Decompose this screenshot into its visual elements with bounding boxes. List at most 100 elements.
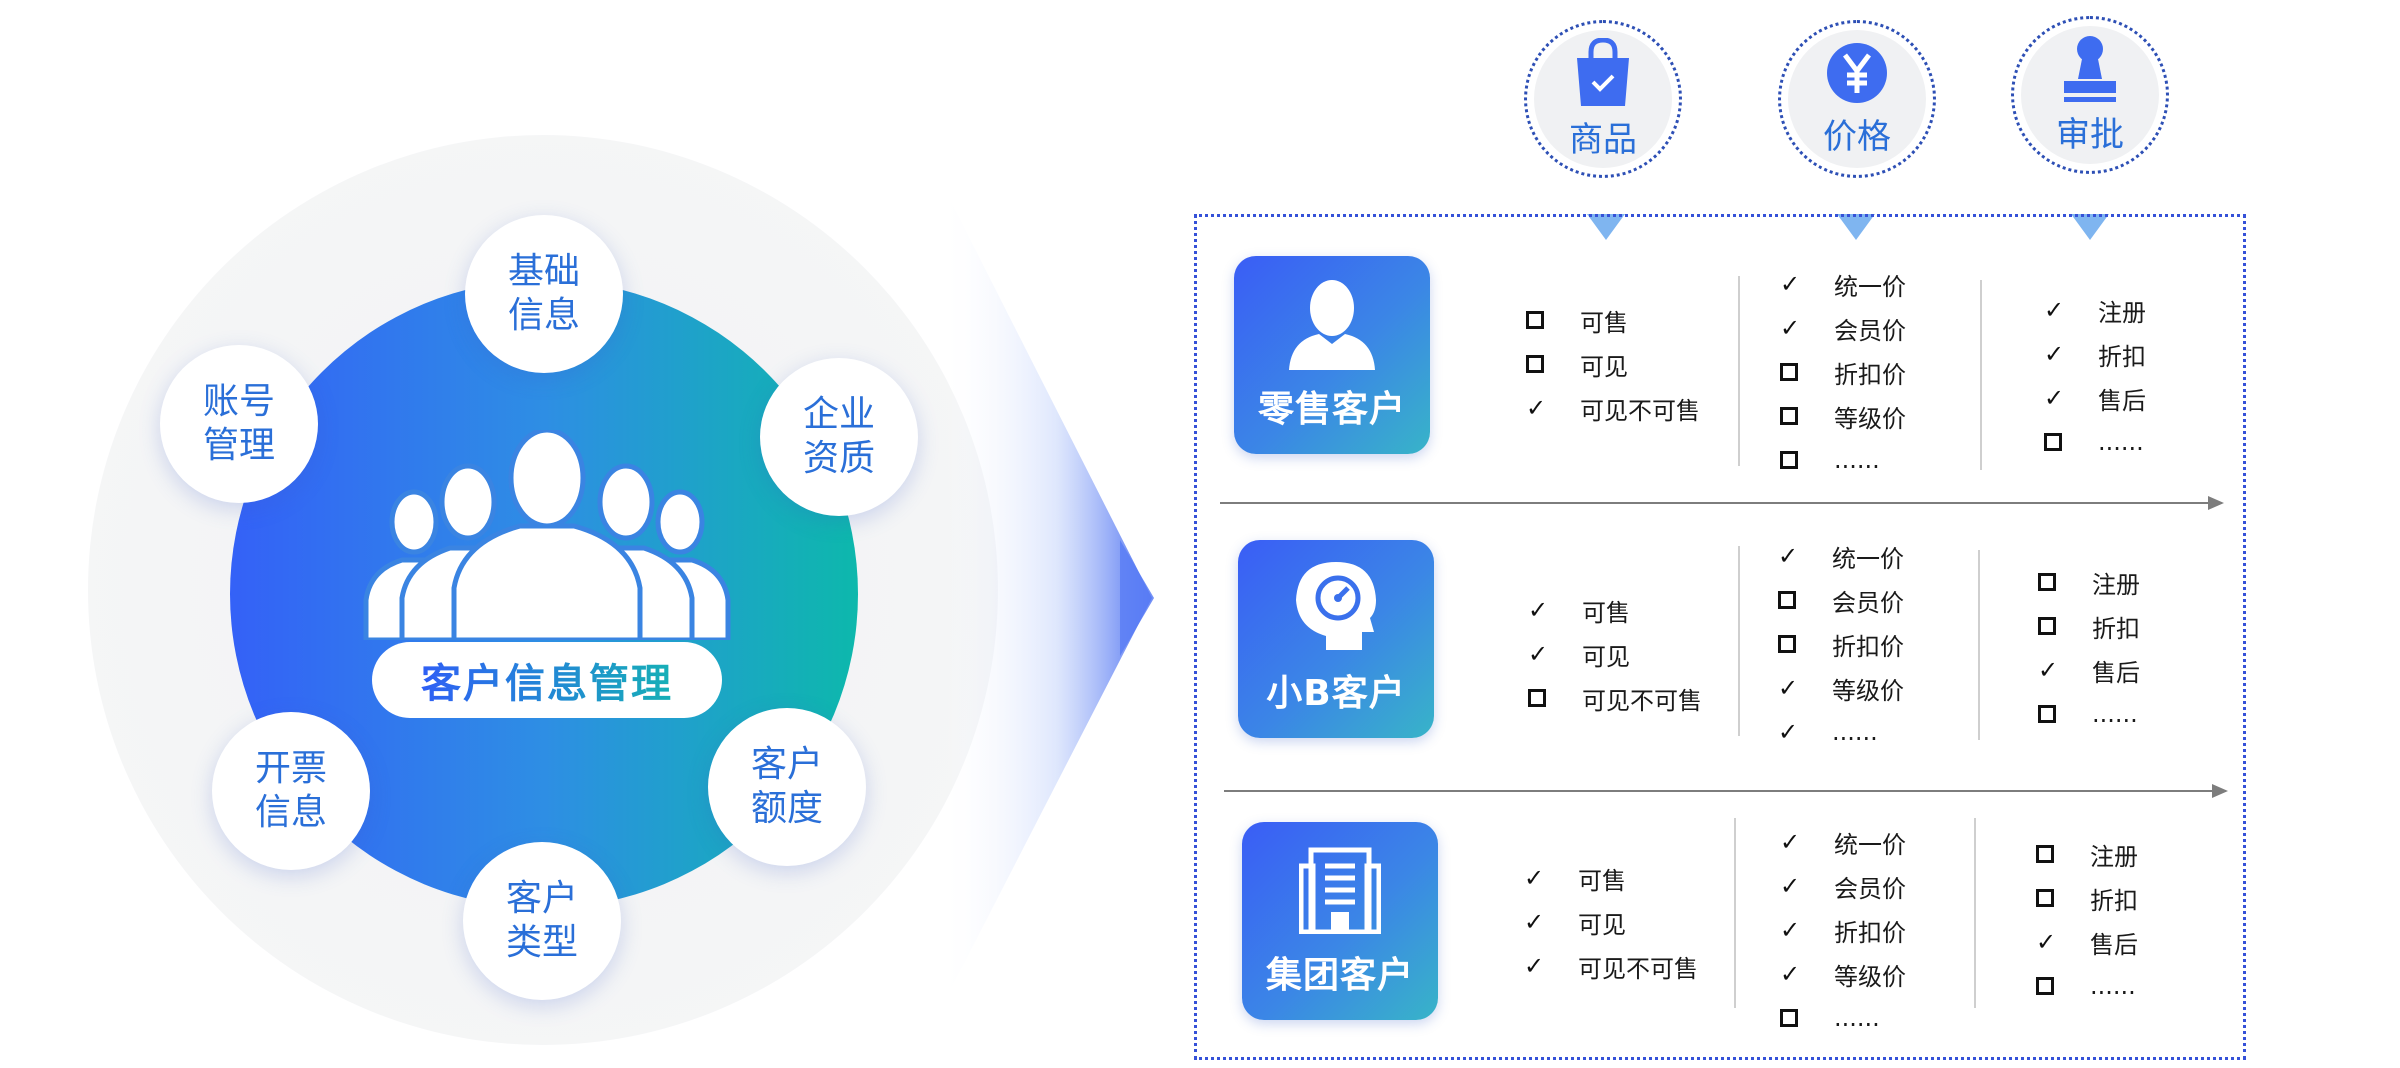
- option-item[interactable]: 可见不可售: [1528, 678, 1702, 718]
- option-item[interactable]: 折扣: [2038, 606, 2140, 646]
- checkbox-checked[interactable]: ✓: [1780, 828, 1814, 856]
- bubble-enterprise-qualification[interactable]: 企业 资质: [760, 358, 918, 516]
- check-icon: ✓: [1780, 314, 1801, 342]
- checkbox-unchecked[interactable]: [2036, 889, 2070, 907]
- option-item[interactable]: ✓售后: [2038, 650, 2140, 690]
- option-item[interactable]: 折扣: [2036, 878, 2138, 918]
- option-item[interactable]: ✓可见: [1524, 902, 1626, 942]
- checkbox-unchecked[interactable]: [2038, 617, 2072, 635]
- option-item[interactable]: ✓等级价: [1780, 954, 1906, 994]
- option-item[interactable]: 折扣价: [1780, 352, 1906, 392]
- row-card-retail[interactable]: 零售客户: [1234, 256, 1430, 454]
- checkbox-unchecked[interactable]: [2038, 705, 2072, 723]
- option-item[interactable]: ✓等级价: [1778, 668, 1904, 708]
- check-icon: ✓: [1524, 864, 1545, 892]
- option-item[interactable]: ✓会员价: [1780, 866, 1906, 906]
- option-item[interactable]: 会员价: [1778, 580, 1904, 620]
- checkbox-checked[interactable]: ✓: [1778, 674, 1812, 702]
- option-item[interactable]: 等级价: [1780, 396, 1906, 436]
- option-item[interactable]: ......: [2038, 694, 2138, 734]
- check-icon: ✓: [1524, 952, 1545, 980]
- checkbox-checked[interactable]: ✓: [2044, 296, 2078, 324]
- option-item[interactable]: ......: [1780, 440, 1880, 480]
- option-label: 注册: [2098, 298, 2146, 327]
- dimension-price[interactable]: 价格: [1778, 20, 1936, 178]
- bubble-account-management[interactable]: 账号 管理: [160, 345, 318, 503]
- option-label: 可售: [1582, 598, 1630, 627]
- option-item[interactable]: ✓ 注册: [2044, 290, 2146, 330]
- checkbox-checked[interactable]: ✓: [1778, 718, 1812, 746]
- option-item[interactable]: ✓统一价: [1780, 264, 1906, 304]
- option-item[interactable]: ......: [1780, 998, 1880, 1038]
- option-item[interactable]: ✓可见不可售: [1524, 946, 1698, 986]
- square-icon: [1526, 355, 1544, 373]
- option-item[interactable]: ✓可见: [1528, 634, 1630, 674]
- option-item[interactable]: 可售: [1526, 300, 1628, 340]
- down-triangle: [1837, 214, 1875, 240]
- checkbox-checked[interactable]: ✓: [1526, 394, 1560, 422]
- checkbox-checked[interactable]: ✓: [2044, 384, 2078, 412]
- option-item[interactable]: ✓ 可售: [1528, 590, 1630, 630]
- option-item[interactable]: ✓统一价: [1780, 822, 1906, 862]
- square-icon: [1780, 363, 1798, 381]
- checkbox-unchecked[interactable]: [2044, 433, 2078, 451]
- shopping-bag-icon: [1577, 37, 1629, 106]
- checkbox-checked[interactable]: ✓: [2038, 656, 2072, 684]
- option-item[interactable]: 注册: [2036, 834, 2138, 874]
- check-icon: ✓: [1528, 640, 1549, 668]
- dimension-approval[interactable]: 审批: [2011, 16, 2169, 174]
- checkbox-checked[interactable]: ✓: [1524, 864, 1558, 892]
- row-card-group[interactable]: 集团客户: [1242, 822, 1438, 1020]
- bubble-basic-info[interactable]: 基础 信息: [465, 215, 623, 373]
- checkbox-checked[interactable]: ✓: [1780, 270, 1814, 298]
- checkbox-unchecked[interactable]: [1778, 591, 1812, 609]
- head-gauge-icon: [1296, 562, 1376, 650]
- option-item[interactable]: 折扣价: [1778, 624, 1904, 664]
- option-item[interactable]: ✓售后: [2044, 378, 2146, 418]
- option-item[interactable]: ......: [2036, 966, 2136, 1006]
- checkbox-checked[interactable]: ✓: [1778, 542, 1812, 570]
- checkbox-checked[interactable]: ✓: [1780, 960, 1814, 988]
- square-icon: [2038, 617, 2056, 635]
- checkbox-checked[interactable]: ✓: [2036, 928, 2070, 956]
- checkbox-checked[interactable]: ✓: [1528, 640, 1562, 668]
- checkbox-unchecked[interactable]: [2036, 977, 2070, 995]
- option-item[interactable]: ✓......: [1778, 712, 1878, 752]
- option-item[interactable]: ✓可见不可售: [1526, 388, 1700, 428]
- checkbox-unchecked[interactable]: [1528, 689, 1562, 707]
- checkbox-checked[interactable]: ✓: [1780, 916, 1814, 944]
- option-item[interactable]: 注册: [2038, 562, 2140, 602]
- option-item[interactable]: ✓统一价: [1778, 536, 1904, 576]
- checkbox-checked[interactable]: ✓: [2044, 340, 2078, 368]
- option-item[interactable]: ✓可售: [1524, 858, 1626, 898]
- dimension-product[interactable]: 商品: [1524, 20, 1682, 178]
- option-item[interactable]: ✓折扣价: [1780, 910, 1906, 950]
- checkbox-unchecked[interactable]: [1780, 407, 1814, 425]
- check-icon: ✓: [2036, 928, 2057, 956]
- bubble-customer-type[interactable]: 客户 类型: [463, 842, 621, 1000]
- option-item[interactable]: ✓会员价: [1780, 308, 1906, 348]
- bubble-invoice-info[interactable]: 开票 信息: [212, 712, 370, 870]
- option-item[interactable]: ✓折扣: [2044, 334, 2146, 374]
- checkbox-unchecked[interactable]: [2038, 573, 2072, 591]
- checkbox-unchecked[interactable]: [1780, 363, 1814, 381]
- bubble-credit-limit[interactable]: 客户 额度: [708, 708, 866, 866]
- checkbox-checked[interactable]: ✓: [1524, 908, 1558, 936]
- checkbox-unchecked[interactable]: [1780, 451, 1814, 469]
- checkbox-checked[interactable]: ✓: [1524, 952, 1558, 980]
- option-item[interactable]: ......: [2044, 422, 2144, 462]
- checkbox-unchecked[interactable]: [1778, 635, 1812, 653]
- customer-matrix-panel: [1194, 214, 2246, 1060]
- checkbox-checked[interactable]: ✓: [1780, 314, 1814, 342]
- option-label: 折扣: [2090, 886, 2138, 915]
- option-item[interactable]: ✓售后: [2036, 922, 2138, 962]
- option-item[interactable]: 可见: [1526, 344, 1628, 384]
- checkbox-unchecked[interactable]: [2036, 845, 2070, 863]
- square-icon: [1780, 1009, 1798, 1027]
- checkbox-checked[interactable]: ✓: [1528, 596, 1562, 624]
- checkbox-unchecked[interactable]: [1780, 1009, 1814, 1027]
- row-card-small-b[interactable]: 小B客户: [1238, 540, 1434, 738]
- checkbox-unchecked[interactable]: [1526, 355, 1560, 373]
- checkbox-unchecked[interactable]: [1526, 311, 1560, 329]
- checkbox-checked[interactable]: ✓: [1780, 872, 1814, 900]
